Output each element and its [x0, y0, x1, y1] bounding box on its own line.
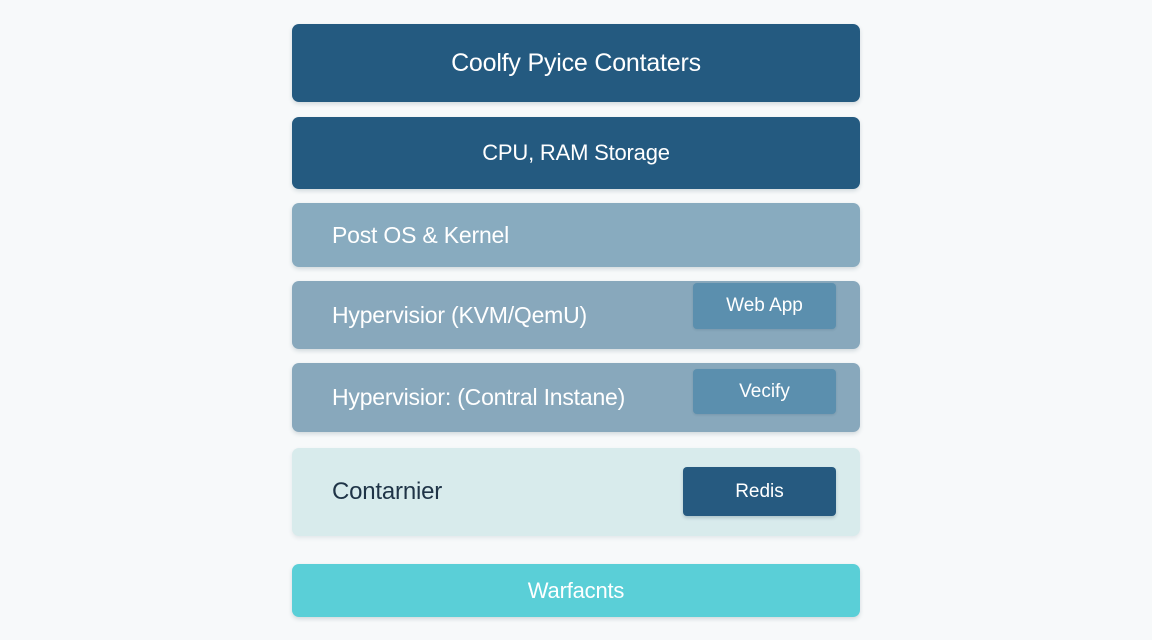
layer-label: CPU, RAM Storage — [482, 140, 670, 165]
layer-stack-diagram: Coolfy Pyice Contaters CPU, RAM Storage … — [292, 0, 860, 640]
layer-hypervisor-control: Hypervisior: (Contral Instane) Vecify — [292, 363, 860, 432]
layer-label: Post OS & Kernel — [332, 221, 510, 248]
layer-label: Contarnier — [332, 478, 443, 505]
layer-container: Contarnier Redis — [292, 448, 860, 536]
layer-cpu-ram-storage: CPU, RAM Storage — [292, 117, 860, 189]
layer-label: Hypervisior: (Contral Instane) — [332, 384, 626, 410]
layer-host-os-kernel: Post OS & Kernel — [292, 203, 860, 267]
chip-label: Vecify — [739, 380, 790, 402]
layer-hypervisor-kvm: Hypervisior (KVM/QemU) Web App — [292, 281, 860, 349]
layer-warfacnts: Warfacnts — [292, 564, 860, 617]
layer-label: Coolfy Pyice Contaters — [451, 48, 701, 77]
chip-label: Redis — [735, 480, 784, 502]
layer-label: Hypervisior (KVM/QemU) — [332, 301, 588, 328]
layer-label: Warfacnts — [527, 577, 625, 603]
web-app-chip[interactable]: Web App — [693, 283, 836, 329]
layer-coolfy-containers: Coolfy Pyice Contaters — [292, 24, 860, 102]
chip-label: Web App — [726, 295, 803, 316]
redis-chip[interactable]: Redis — [683, 467, 836, 516]
vecify-chip[interactable]: Vecify — [693, 369, 836, 414]
